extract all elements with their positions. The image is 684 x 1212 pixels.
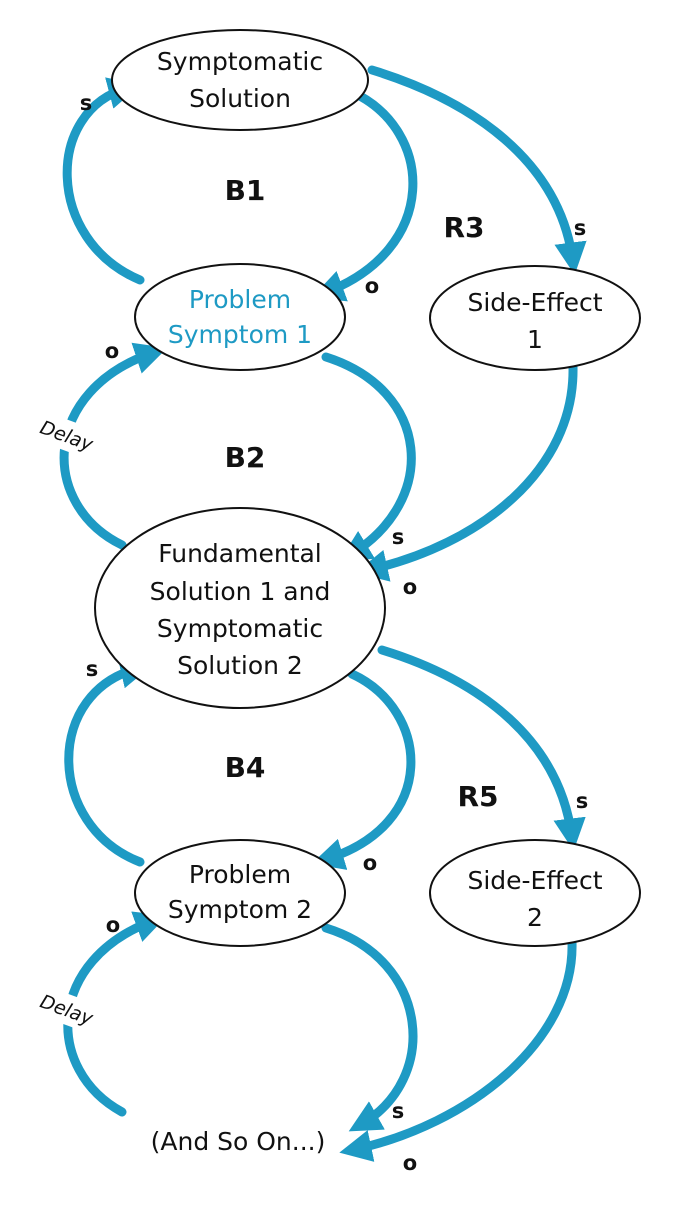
arrow-symptom2-to-fundamental-solution bbox=[64, 656, 153, 867]
node-problem-symptom-1: Problem Symptom 1 bbox=[134, 263, 346, 371]
loop-label-b2: B2 bbox=[225, 441, 266, 474]
polarity-marker-s: s bbox=[574, 216, 587, 240]
node-fundamental-solution: Fundamental Solution 1 and Symptomatic S… bbox=[94, 507, 386, 709]
node-label-line: 1 bbox=[527, 325, 543, 354]
node-label-line: Problem bbox=[189, 285, 291, 314]
node-label-line: Solution bbox=[189, 84, 291, 113]
node-side-effect-2: Side-Effect 2 bbox=[429, 839, 641, 947]
node-problem-symptom-2: Problem Symptom 2 bbox=[134, 839, 346, 947]
loop-label-r3: R3 bbox=[443, 211, 484, 244]
arrow-symptom1-to-fundamental-solution bbox=[321, 352, 416, 562]
polarity-marker-o: o bbox=[403, 1151, 417, 1175]
loop-label-b4: B4 bbox=[225, 751, 266, 784]
arrow-side-effect1-to-fundamental-solution bbox=[355, 362, 578, 582]
node-label-line: Symptomatic bbox=[157, 614, 323, 643]
polarity-marker-s: s bbox=[392, 1099, 405, 1123]
arrow-symptomatic-solution-to-symptom1 bbox=[311, 87, 418, 302]
arrow-fundamental-to-side-effect2 bbox=[377, 645, 586, 851]
node-symptomatic-solution: Symptomatic Solution bbox=[111, 29, 369, 131]
node-label-line: Solution 1 and bbox=[150, 577, 331, 606]
arrow-fundamental-to-symptom2 bbox=[311, 669, 416, 870]
node-label-line: (And So On...) bbox=[151, 1127, 326, 1156]
node-side-effect-1: Side-Effect 1 bbox=[429, 265, 641, 371]
arrow-symptomatic-solution-to-side-effect1 bbox=[367, 65, 587, 275]
polarity-marker-o: o bbox=[363, 851, 377, 875]
node-label-line: Symptomatic bbox=[157, 47, 323, 76]
node-and-so-on: (And So On...) bbox=[151, 1127, 326, 1156]
node-label-line: Symptom 1 bbox=[168, 320, 312, 349]
node-label-line: Side-Effect bbox=[467, 866, 602, 895]
loop-label-r5: R5 bbox=[457, 780, 498, 813]
node-label-line: Side-Effect bbox=[467, 288, 602, 317]
polarity-marker-s: s bbox=[86, 657, 99, 681]
polarity-marker-o: o bbox=[106, 913, 120, 937]
polarity-marker-o: o bbox=[403, 575, 417, 599]
node-label-line: Problem bbox=[189, 860, 291, 889]
polarity-marker-o: o bbox=[105, 339, 119, 363]
arrow-symptom1-to-symptomatic-solution bbox=[62, 77, 145, 285]
arrow-side-effect2-to-and-so-on bbox=[339, 937, 577, 1162]
node-label-line: Solution 2 bbox=[177, 651, 303, 680]
node-label-line: Symptom 2 bbox=[168, 895, 312, 924]
polarity-marker-s: s bbox=[392, 525, 405, 549]
polarity-marker-o: o bbox=[365, 274, 379, 298]
node-label-line: 2 bbox=[527, 903, 543, 932]
arrow-symptom2-to-and-so-on bbox=[321, 923, 418, 1132]
loop-label-b1: B1 bbox=[225, 174, 266, 207]
node-label-line: Fundamental bbox=[158, 539, 322, 568]
polarity-marker-s: s bbox=[80, 91, 93, 115]
polarity-marker-s: s bbox=[576, 789, 589, 813]
